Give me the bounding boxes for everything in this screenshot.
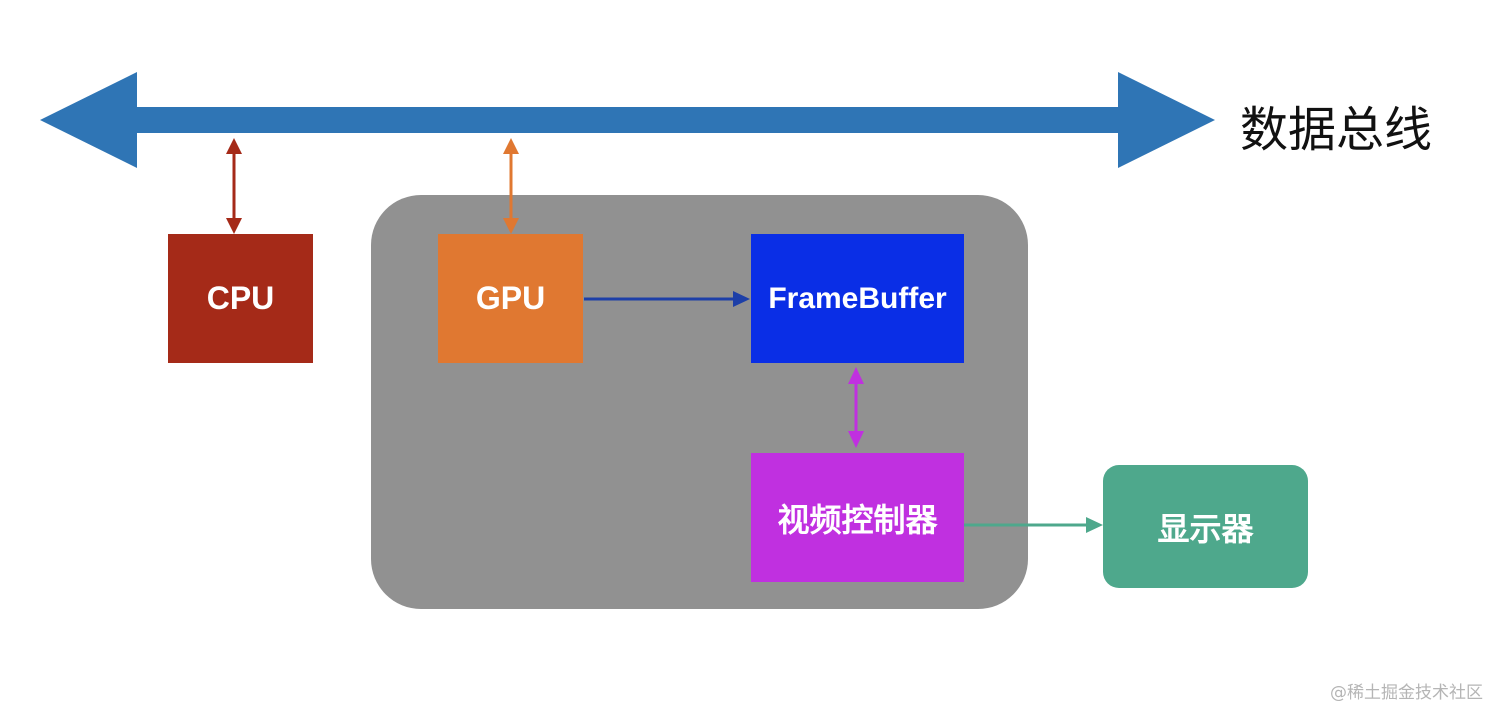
bus-cpu-connector <box>226 138 242 234</box>
framebuffer-videocontroller-connector <box>848 367 864 448</box>
display-block: 显示器 <box>1103 465 1308 588</box>
framebuffer-block: FrameBuffer <box>751 234 964 363</box>
arrowhead-right <box>733 291 750 307</box>
video-controller-block: 视频控制器 <box>751 453 964 582</box>
arrowhead-right <box>1086 517 1103 533</box>
gpu-framebuffer-connector <box>584 291 750 307</box>
cpu-label: CPU <box>206 280 275 316</box>
video-controller-label: 视频控制器 <box>777 500 938 539</box>
arrowhead-up <box>226 138 242 154</box>
data-bus-left-head <box>40 72 137 168</box>
arrowhead-up <box>503 138 519 154</box>
arrowhead-down <box>226 218 242 234</box>
watermark: @稀土掘金技术社区 <box>1330 683 1483 703</box>
arrowhead-down <box>848 431 864 448</box>
cpu-block: CPU <box>168 234 313 363</box>
framebuffer-label: FrameBuffer <box>768 281 947 315</box>
gpu-label: GPU <box>475 280 546 316</box>
data-bus-shaft <box>120 107 1130 133</box>
arrowhead-up <box>848 367 864 384</box>
gpu-block: GPU <box>438 234 583 363</box>
display-label: 显示器 <box>1157 509 1254 548</box>
data-bus-right-head <box>1118 72 1215 168</box>
data-bus-arrow <box>40 72 1215 168</box>
videocontroller-display-connector <box>964 517 1103 533</box>
arrowhead-down <box>503 218 519 234</box>
bus-gpu-connector <box>503 138 519 234</box>
data-bus-label: 数据总线 <box>1240 102 1433 158</box>
